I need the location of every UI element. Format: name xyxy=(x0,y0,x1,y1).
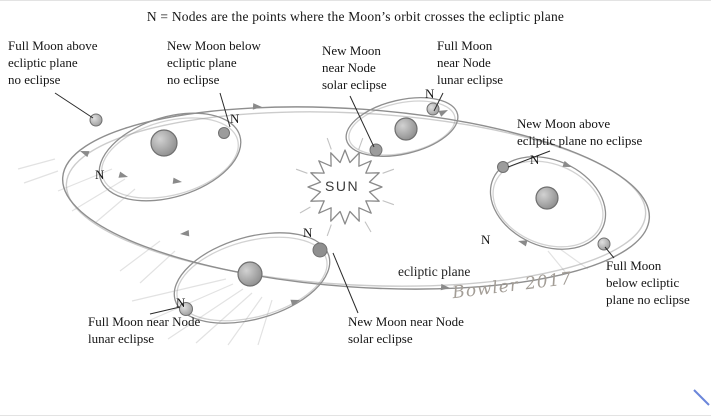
annotation-line: New Moon near Node xyxy=(348,314,464,329)
node-marker: N xyxy=(303,225,313,240)
sun-label: SUN xyxy=(325,178,360,194)
annotation-line: New Moon below xyxy=(167,38,261,53)
node-marker: N xyxy=(95,167,105,182)
annotation-full-moon-above: Full Moon above ecliptic plane no eclips… xyxy=(8,37,98,88)
node-marker: N xyxy=(425,86,435,101)
earth-top xyxy=(394,117,418,141)
moon-full-above-ecliptic xyxy=(89,113,103,127)
annotation-line: near Node xyxy=(437,55,491,70)
annotation-line: Full Moon xyxy=(606,258,662,273)
sun-burst xyxy=(307,149,383,225)
annotation-new-moon-near-node-top: New Moon near Node solar eclipse xyxy=(322,42,387,93)
earth-bottom xyxy=(237,261,263,287)
earth-right xyxy=(535,186,559,210)
node-marker: N xyxy=(230,111,240,126)
node-marker: N xyxy=(481,232,491,247)
moon-group xyxy=(89,102,611,316)
diagram-title: N = Nodes are the points where the Moon’… xyxy=(146,9,565,24)
moon-full-below-ecliptic xyxy=(597,237,611,251)
moon-new-below-ecliptic xyxy=(218,127,230,139)
pencil-shading xyxy=(17,158,589,346)
annotation-line: solar eclipse xyxy=(322,77,387,92)
annotation-line: Full Moon near Node xyxy=(88,314,201,329)
corner-pen-mark xyxy=(693,389,710,406)
annotation-new-moon-above-right: New Moon above ecliptic plane no eclipse xyxy=(517,115,642,149)
moon-orbit-left xyxy=(98,112,242,202)
node-marker: N xyxy=(530,152,540,167)
annotation-full-moon-below-right: Full Moon below ecliptic plane no eclips… xyxy=(606,257,690,308)
annotation-line: no eclipse xyxy=(167,72,220,87)
annotation-full-moon-near-node-top: Full Moon near Node lunar eclipse xyxy=(437,37,503,88)
annotation-line: below ecliptic xyxy=(606,275,680,290)
annotation-line: ecliptic plane no eclipse xyxy=(517,133,643,148)
moon-new-above-ecliptic xyxy=(497,161,509,173)
annotation-line: New Moon xyxy=(322,43,381,58)
annotation-line: solar eclipse xyxy=(348,331,413,346)
node-marker: N xyxy=(176,295,186,310)
annotation-line: lunar eclipse xyxy=(437,72,504,87)
annotation-line: Full Moon xyxy=(437,38,493,53)
annotation-line: ecliptic plane xyxy=(8,55,78,70)
annotation-line: near Node xyxy=(322,60,376,75)
annotation-new-moon-below: New Moon below ecliptic plane no eclipse xyxy=(167,37,261,88)
annotation-line: no eclipse xyxy=(8,72,61,87)
annotation-full-moon-near-node-bottom: Full Moon near Node lunar eclipse xyxy=(88,313,200,347)
earth-group xyxy=(150,117,559,287)
earth-left xyxy=(150,129,178,157)
moon-full-near-node-bottom xyxy=(179,302,193,316)
moon-orbit-top xyxy=(345,97,459,157)
sun-rays xyxy=(295,137,395,237)
annotation-line: plane no eclipse xyxy=(606,292,690,307)
moon-new-near-node-bottom xyxy=(312,242,328,258)
moon-new-near-node-top xyxy=(369,143,383,157)
ecliptic-orbit xyxy=(61,106,651,290)
annotation-line: Full Moon above xyxy=(8,38,98,53)
orbit-direction-arrows xyxy=(80,103,572,306)
annotation-line: New Moon above xyxy=(517,116,611,131)
ecliptic-plane-label: ecliptic plane xyxy=(398,264,471,279)
annotation-line: ecliptic plane xyxy=(167,55,237,70)
annotation-line: lunar eclipse xyxy=(88,331,155,346)
leader-lines xyxy=(54,92,615,315)
moon-orbit-bottom xyxy=(173,232,331,324)
sun-drawing xyxy=(295,137,395,237)
annotation-new-moon-near-node-bottom: New Moon near Node solar eclipse xyxy=(348,313,464,347)
